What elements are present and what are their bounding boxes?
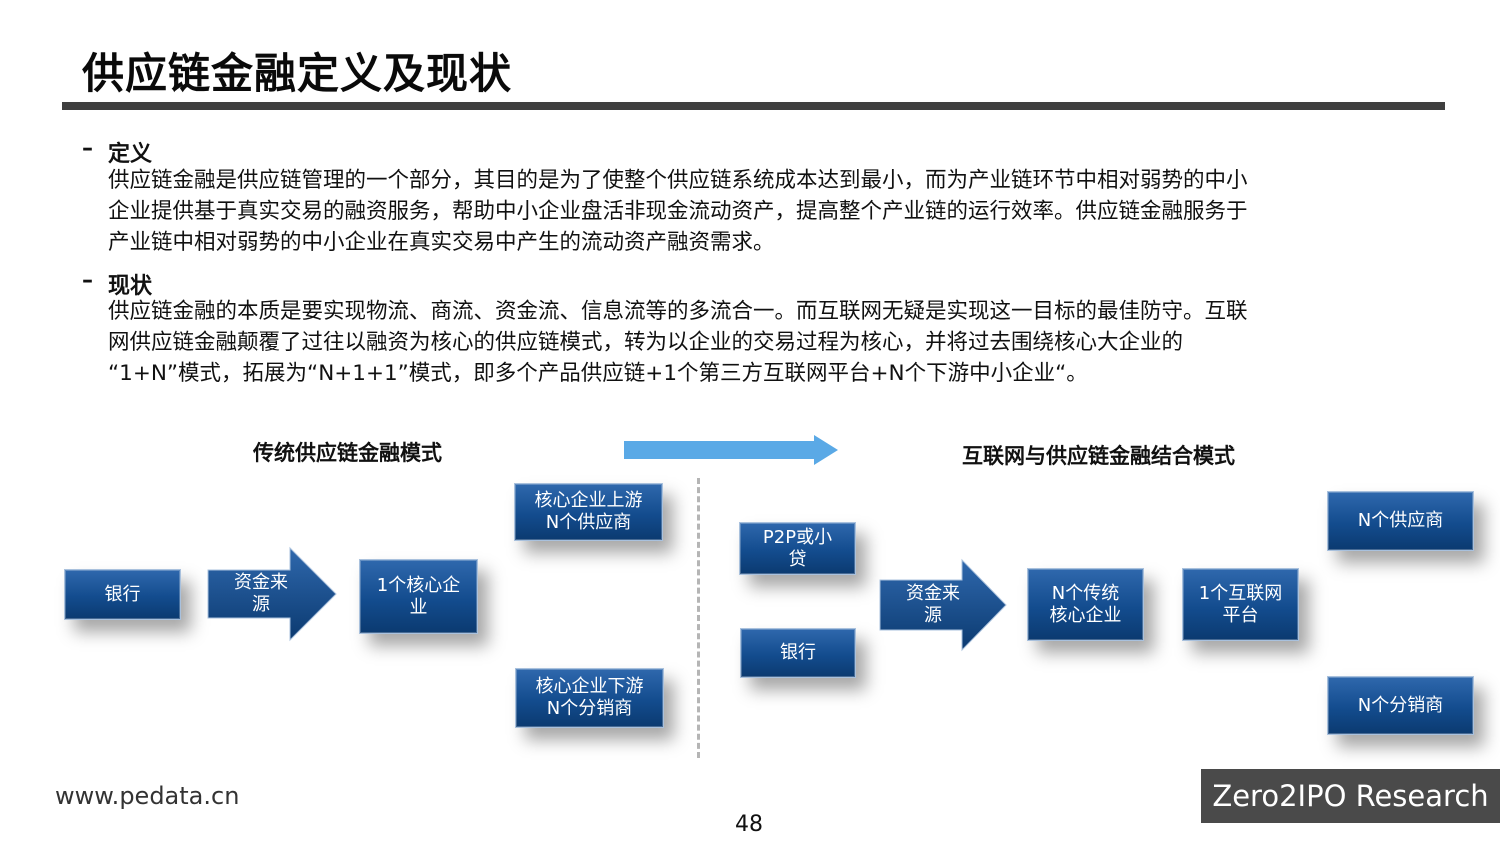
internet-p2p-box: P2P或小 贷 — [739, 522, 856, 575]
internet-fund-source-arrow — [879, 558, 1007, 652]
traditional-fund-source-label: 资金来 源 — [208, 570, 314, 618]
traditional-upstream-box: 核心企业上游 N个供应商 — [514, 483, 663, 541]
label-line: 源 — [252, 594, 270, 615]
traditional-core-enterprise-box: 1个核心企 业 — [359, 559, 478, 634]
box-label-line: N个供应商 — [545, 512, 632, 533]
footer-website: www.pedata.cn — [55, 782, 240, 810]
internet-suppliers-box: N个供应商 — [1327, 491, 1474, 551]
box-label-line: 核心企业下游 — [535, 676, 644, 697]
bullet-dash: – — [82, 268, 93, 293]
traditional-model-title: 传统供应链金融模式 — [253, 441, 442, 465]
label-line: 源 — [924, 605, 942, 626]
traditional-bank-box: 银行 — [64, 569, 181, 620]
text-line: 产业链中相对弱势的中小企业在真实交易中产生的流动资产融资需求。 — [108, 230, 775, 255]
internet-distributors-box: N个分销商 — [1327, 676, 1474, 735]
box-label-line: 1个互联网 — [1198, 582, 1283, 604]
box-label-line: 核心企业 — [1049, 604, 1122, 626]
internet-model-title: 互联网与供应链金融结合模式 — [962, 444, 1235, 468]
text-line: 网供应链金融颠覆了过往以融资为核心的供应链模式，转为以企业的交易过程为核心，并将… — [108, 330, 1184, 355]
box-label-line: N个传统 — [1051, 582, 1120, 604]
model-divider — [697, 478, 700, 758]
page-number: 48 — [735, 812, 763, 837]
box-label-line: P2P或小 — [762, 526, 833, 548]
box-label-line: 1个核心企 — [376, 574, 461, 596]
section-heading-definition: 定义 — [108, 142, 153, 167]
internet-fund-source-label: 资金来 源 — [880, 580, 986, 630]
page-title: 供应链金融定义及现状 — [82, 49, 513, 98]
internet-platform-box: 1个互联网 平台 — [1182, 568, 1299, 641]
bullet-dash: – — [82, 136, 93, 161]
text-line: 供应链金融是供应链管理的一个部分，其目的是为了使整个供应链系统成本达到最小，而为… — [108, 168, 1248, 193]
text-line: 企业提供基于真实交易的融资服务，帮助中小企业盘活非现金流动资产，提高整个产业链的… — [108, 199, 1248, 224]
label-line: 资金来 — [234, 572, 288, 593]
box-label: N个分销商 — [1357, 694, 1444, 716]
internet-bank-box: 银行 — [740, 628, 856, 678]
section-heading-status: 现状 — [108, 274, 153, 299]
traditional-downstream-box: 核心企业下游 N个分销商 — [515, 668, 664, 728]
box-label: N个供应商 — [1357, 510, 1444, 531]
box-label-line: 核心企业上游 — [534, 490, 643, 511]
traditional-fund-source-arrow — [207, 546, 337, 642]
text-line: 供应链金融的本质是要实现物流、商流、资金流、信息流等的多流合一。而互联网无疑是实… — [108, 299, 1248, 324]
box-label-line: 平台 — [1222, 604, 1259, 626]
status-paragraph: 供应链金融的本质是要实现物流、商流、资金流、信息流等的多流合一。而互联网无疑是实… — [108, 296, 1248, 389]
text-line: “1+N”模式，拓展为“N+1+1”模式，即多个产品供应链+1个第三方互联网平台… — [108, 361, 1088, 386]
title-underline — [62, 102, 1445, 110]
label-line: 资金来 — [906, 583, 960, 604]
brand-logo: Zero2IPO Research — [1201, 769, 1500, 823]
box-label-line: 业 — [409, 596, 428, 618]
box-label: 银行 — [104, 583, 141, 605]
box-label-line: 贷 — [788, 548, 807, 570]
box-label: 银行 — [780, 642, 816, 663]
internet-core-enterprise-box: N个传统 核心企业 — [1027, 568, 1144, 641]
definition-paragraph: 供应链金融是供应链管理的一个部分，其目的是为了使整个供应链系统成本达到最小，而为… — [108, 165, 1248, 258]
box-label-line: N个分销商 — [546, 698, 633, 719]
transition-arrow-icon — [624, 435, 838, 465]
